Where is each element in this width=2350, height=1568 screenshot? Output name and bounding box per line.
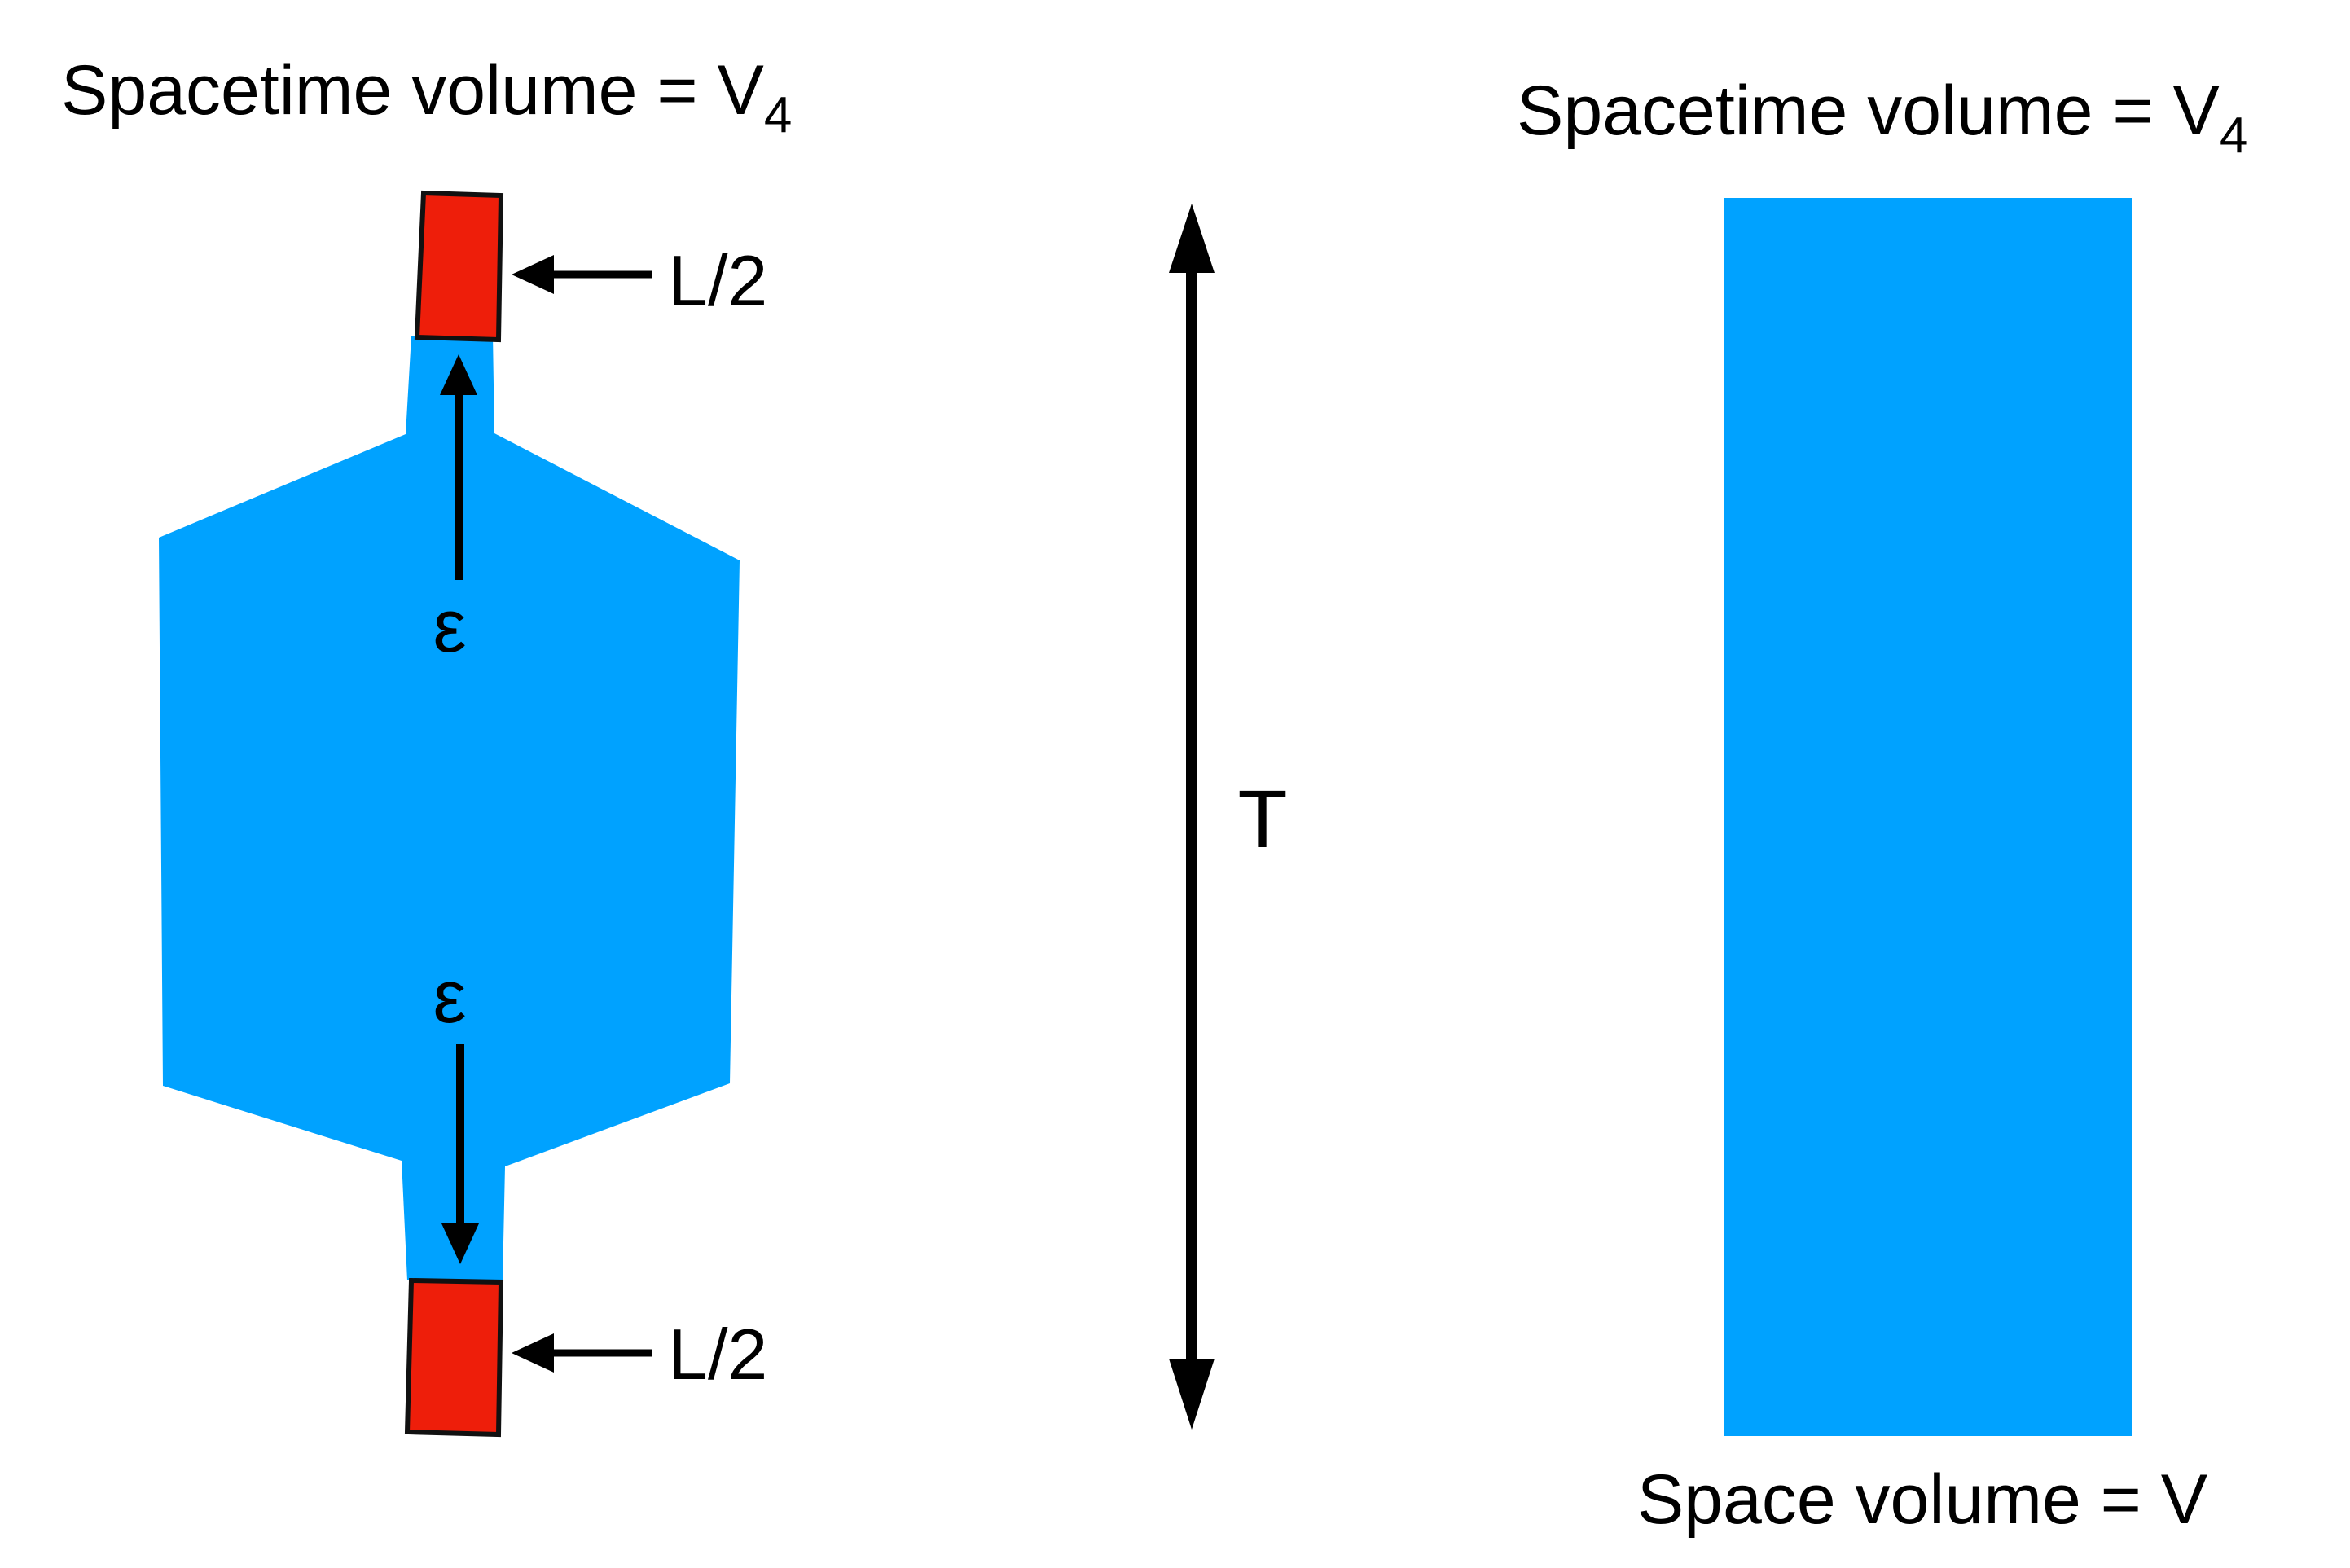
top-boundary-label: L/2 [668,240,767,321]
left-title: Spacetime volume = V4 [61,51,792,143]
top-epsilon-arrow [440,354,477,580]
bottom-boundary-box [404,1277,504,1438]
top-boundary-box [414,190,504,343]
top-epsilon-label: ε [433,585,466,668]
right-title: Spacetime volume = V4 [1517,72,2247,164]
top-boundary-arrow [512,255,652,294]
bottom-epsilon-label: ε [433,955,466,1039]
left-spacetime-region [159,336,740,1280]
bottom-boundary-arrow [512,1333,652,1373]
time-label: T [1237,774,1287,865]
time-arrow [1169,204,1215,1430]
bottom-boundary-label: L/2 [668,1314,767,1395]
right-bottom-label: Space volume = V [1637,1460,2207,1539]
right-spacetime-region [1724,198,2132,1436]
bottom-epsilon-arrow [441,1044,479,1264]
